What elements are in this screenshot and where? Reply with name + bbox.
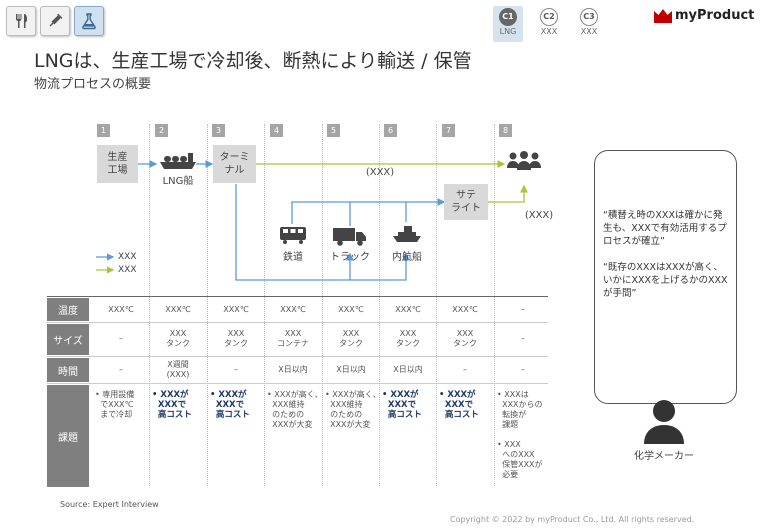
logo-mark-icon (654, 8, 672, 23)
row-label-temperature: 温度 (47, 298, 89, 321)
satellite-route-label: (XXX) (524, 210, 554, 221)
size-cell: XXX タンク (224, 329, 248, 348)
legend-item: XXX (118, 252, 137, 262)
size-cell: XXX タンク (453, 329, 477, 348)
size-cell: – (119, 334, 123, 343)
column-divider (436, 124, 437, 486)
speaker-label: 化学メーカー (634, 451, 694, 462)
speaker-avatar-icon (644, 398, 684, 444)
temperature-cell: XXX℃ (395, 305, 421, 314)
temperature-cell: XXX℃ (338, 305, 364, 314)
step-number: 8 (499, 124, 512, 137)
chemical-category-button[interactable] (74, 6, 104, 36)
column-divider (207, 124, 208, 486)
case-tab-c2[interactable]: C2 XXX (534, 6, 564, 36)
rail-icon (280, 227, 306, 244)
syringe-icon (49, 13, 63, 27)
size-cell: XXX コンテナ (277, 329, 309, 348)
case-tab-c3[interactable]: C3 XXX (574, 6, 604, 36)
step-number: 7 (442, 124, 455, 137)
table-rule (47, 322, 548, 323)
column-divider (149, 124, 150, 486)
size-cell: XXX タンク (166, 329, 190, 348)
time-cell: X週間 (XXX) (166, 360, 190, 379)
inland-ship-label: 内航船 (392, 252, 422, 263)
food-category-button[interactable] (6, 6, 36, 36)
case-label: XXX (540, 27, 558, 36)
issue-cell: • XXXは XXXからの 転換が 課題 • XXX へのXXX 保管XXXが … (497, 390, 543, 479)
case-tab-c1[interactable]: C1 LNG (493, 6, 523, 42)
logo-text: myProduct (675, 8, 755, 23)
table-rule (47, 383, 548, 384)
copyright: Copyright © 2022 by myProduct Co., Ltd. … (450, 515, 695, 524)
truck-icon (333, 228, 366, 246)
column-divider (264, 124, 265, 486)
case-code: C1 (499, 8, 517, 26)
quote-text: “既存のXXXはXXXが高く、いかにXXXを上げるかのXXXが手間” (603, 262, 728, 299)
time-cell: X日以内 (278, 365, 308, 374)
quote-bubble: “積替え時のXXXは確かに発生も、XXXで有効活用するプロセスが確立” “既存の… (594, 150, 737, 404)
rail-label: 鉄道 (283, 252, 303, 263)
case-label: LNG (499, 27, 517, 36)
temperature-cell: XXX℃ (223, 305, 249, 314)
customers-icon (507, 151, 541, 170)
temperature-cell: – (521, 305, 525, 314)
size-cell: XXX タンク (339, 329, 363, 348)
step-number: 3 (212, 124, 225, 137)
time-cell: – (119, 365, 123, 374)
column-divider (494, 124, 495, 486)
time-cell: – (521, 365, 525, 374)
row-label-size: サイズ (47, 324, 89, 355)
issue-cell: • XXXが XXXで 高コスト (152, 390, 192, 420)
time-cell: – (234, 365, 238, 374)
page-subtitle: 物流プロセスの概要 (34, 77, 152, 92)
case-code: C2 (540, 8, 558, 26)
temperature-cell: XXX℃ (452, 305, 478, 314)
column-divider (322, 124, 323, 486)
lng-ship-icon (160, 153, 196, 169)
lng-ship-label: LNG船 (162, 176, 194, 187)
step-number: 6 (384, 124, 397, 137)
size-cell: – (521, 334, 525, 343)
issue-cell: • XXXが XXXで 高コスト (210, 390, 250, 420)
flask-icon (82, 13, 96, 30)
issue-cell: • 専用設備 でXXX℃ まで冷却 (95, 390, 135, 419)
time-cell: – (463, 365, 467, 374)
issue-cell: • XXXが高く、 XXX維持 のための XXXが大変 (267, 390, 323, 429)
issue-cell: • XXXが XXXで 高コスト (382, 390, 422, 420)
step-number: 4 (270, 124, 283, 137)
medical-category-button[interactable] (40, 6, 70, 36)
inland-ship-icon (393, 226, 421, 242)
row-label-issues: 課題 (47, 385, 89, 487)
fork-knife-icon (16, 14, 27, 28)
satellite-node: サテ ライト (444, 184, 488, 220)
time-cell: X日以内 (336, 365, 366, 374)
issue-cell: • XXXが高く、 XXX維持 のための XXXが大変 (325, 390, 381, 429)
quote-text: “積替え時のXXXは確かに発生も、XXXで有効活用するプロセスが確立” (603, 210, 727, 247)
page-title: LNGは、生産工場で冷却後、断熱により輸送 / 保管 (34, 50, 472, 72)
case-code: C3 (580, 8, 598, 26)
factory-node: 生産 工場 (97, 145, 138, 183)
temperature-cell: XXX℃ (165, 305, 191, 314)
temperature-cell: XXX℃ (108, 305, 134, 314)
size-cell: XXX タンク (396, 329, 420, 348)
source-note: Source: Expert Interview (60, 500, 159, 509)
table-top-rule (47, 296, 548, 297)
brand-logo: myProduct (654, 8, 754, 23)
time-cell: X日以内 (393, 365, 423, 374)
step-number: 5 (327, 124, 340, 137)
step-number: 1 (97, 124, 110, 137)
issue-cell: • XXXが XXXで 高コスト (439, 390, 479, 420)
legend-item: XXX (118, 265, 137, 275)
truck-label: トラック (330, 252, 370, 263)
step-number: 2 (155, 124, 168, 137)
terminal-node: ターミ ナル (213, 145, 256, 183)
row-label-time: 時間 (47, 358, 89, 382)
table-rule (47, 356, 548, 357)
top-route-label: (XXX) (365, 167, 395, 178)
case-label: XXX (580, 27, 598, 36)
temperature-cell: XXX℃ (280, 305, 306, 314)
column-divider (379, 124, 380, 486)
